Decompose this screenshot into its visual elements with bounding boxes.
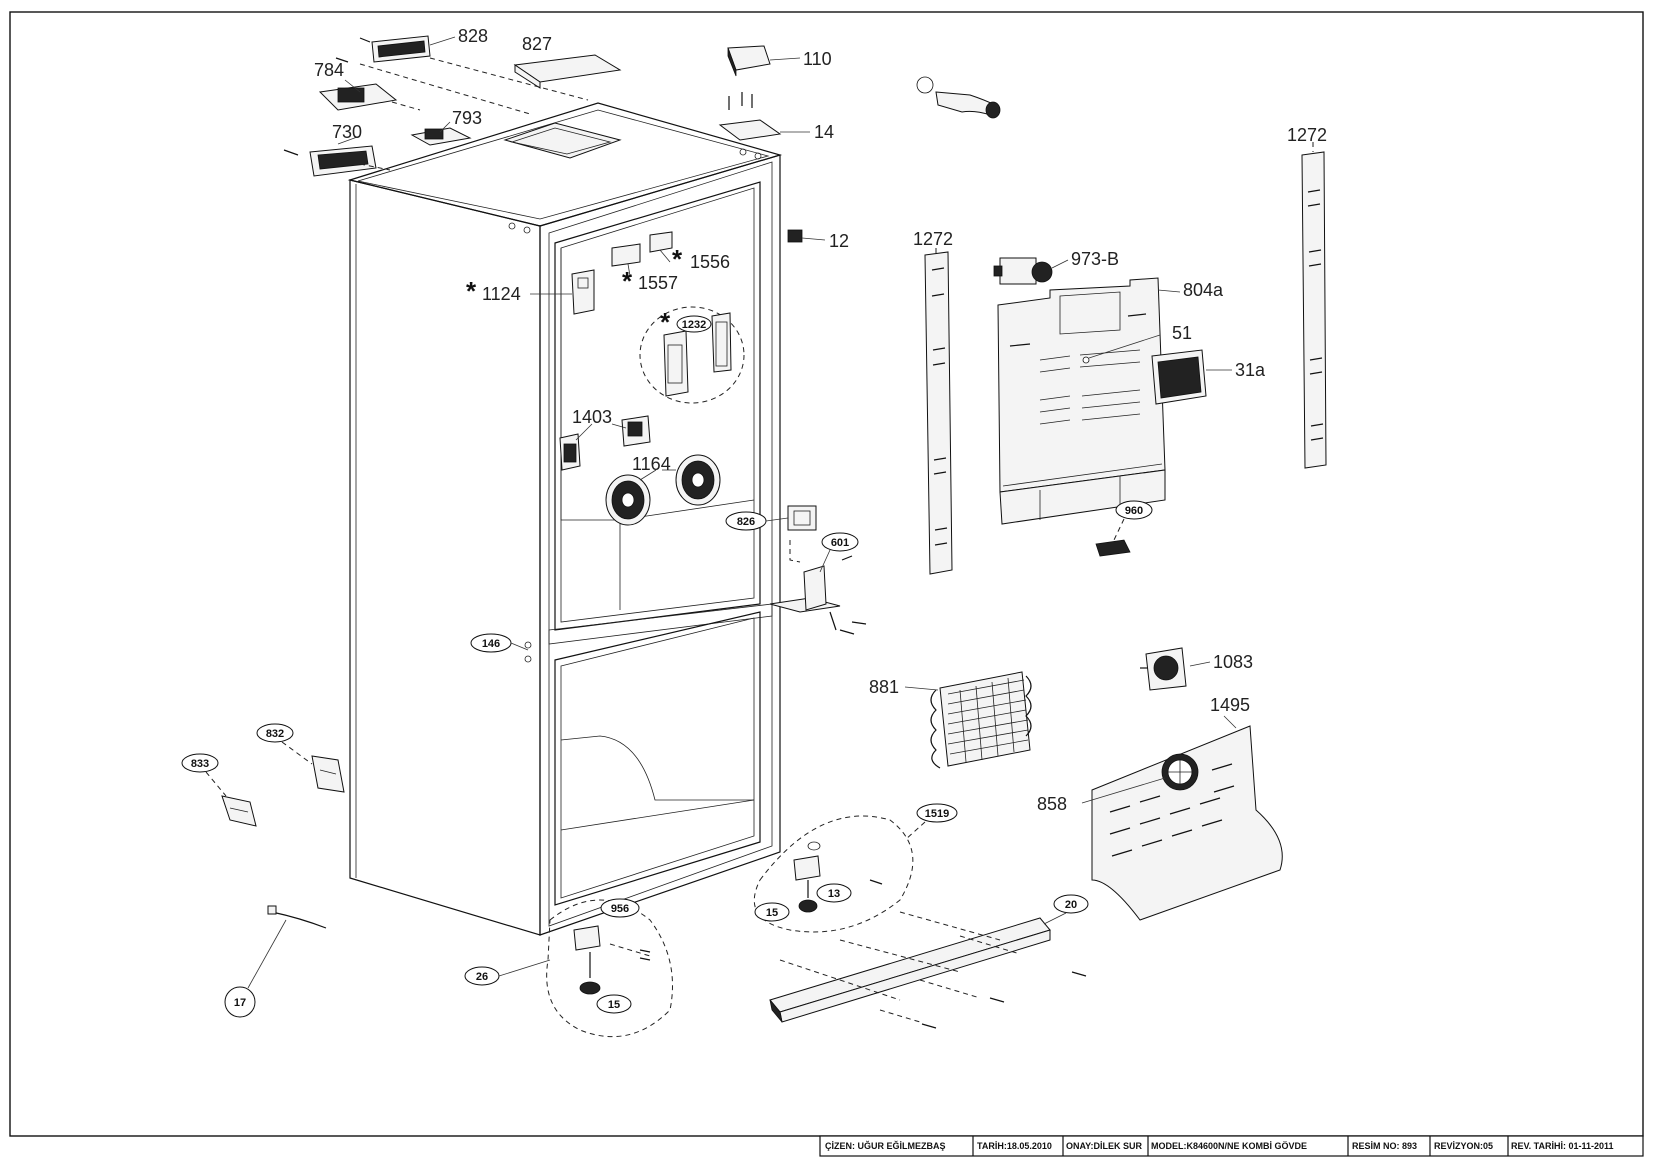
rear-foot-assembly bbox=[753, 815, 914, 933]
lamp-bulb bbox=[916, 76, 1001, 119]
label-26: 26 bbox=[476, 971, 488, 983]
label-15-rear: 15 bbox=[766, 907, 778, 919]
label-1272-right: 1272 bbox=[1287, 125, 1327, 145]
label-12: 12 bbox=[829, 231, 849, 251]
part-17 bbox=[267, 905, 327, 929]
label-601: 601 bbox=[831, 537, 849, 549]
part-1083 bbox=[1140, 647, 1187, 691]
part-1272-left bbox=[924, 251, 953, 575]
label-858: 858 bbox=[1037, 794, 1067, 814]
label-730: 730 bbox=[332, 122, 362, 142]
label-110: 110 bbox=[803, 49, 832, 69]
title-revision: REVİZYON:05 bbox=[1434, 1141, 1493, 1151]
title-approved: ONAY:DİLEK SUR bbox=[1066, 1141, 1143, 1151]
part-601 bbox=[769, 555, 867, 635]
part-1556 bbox=[649, 231, 673, 253]
label-973-b: 973-B bbox=[1071, 249, 1119, 269]
part-973-b bbox=[993, 257, 1053, 285]
star-1124: * bbox=[466, 276, 477, 306]
part-1557 bbox=[611, 243, 641, 267]
part-1403 bbox=[559, 415, 651, 471]
label-793: 793 bbox=[452, 108, 482, 128]
label-1557: 1557 bbox=[638, 273, 678, 293]
title-drawing-no: RESİM NO: 893 bbox=[1352, 1141, 1417, 1151]
label-828: 828 bbox=[458, 26, 488, 46]
label-804a: 804a bbox=[1183, 280, 1224, 300]
label-14: 14 bbox=[814, 122, 834, 142]
part-1164 bbox=[605, 454, 721, 526]
title-model: MODEL:K84600N/NE KOMBİ GÖVDE bbox=[1151, 1141, 1307, 1151]
part-1272-right bbox=[1301, 151, 1327, 469]
part-1495 bbox=[1091, 725, 1283, 921]
label-956: 956 bbox=[611, 903, 629, 915]
part-828 bbox=[335, 35, 431, 63]
star-1556: * bbox=[672, 244, 683, 274]
label-832: 832 bbox=[266, 728, 284, 740]
label-833: 833 bbox=[191, 758, 209, 770]
cabinet-body bbox=[347, 102, 783, 936]
label-1232: 1232 bbox=[682, 319, 706, 331]
part-827 bbox=[513, 54, 622, 89]
label-51: 51 bbox=[1172, 323, 1192, 343]
part-881 bbox=[930, 671, 1032, 769]
label-1164: 1164 bbox=[632, 454, 671, 474]
label-1519: 1519 bbox=[925, 808, 949, 820]
part-14 bbox=[718, 92, 782, 141]
label-1403: 1403 bbox=[572, 407, 612, 427]
top-recess-tray bbox=[503, 122, 622, 159]
part-960 bbox=[1095, 539, 1131, 557]
label-826: 826 bbox=[737, 516, 755, 528]
label-960: 960 bbox=[1125, 505, 1143, 517]
part-110 bbox=[727, 45, 771, 77]
title-block: ÇİZEN: UĞUR EĞİLMEZBAŞ TARİH:18.05.2010 … bbox=[819, 1135, 1644, 1157]
label-17: 17 bbox=[234, 997, 246, 1009]
label-13: 13 bbox=[828, 888, 840, 900]
part-730 bbox=[283, 145, 377, 177]
front-foot-assembly bbox=[546, 899, 673, 1038]
part-1124 bbox=[571, 269, 595, 315]
label-827: 827 bbox=[522, 34, 552, 54]
part-20-rail bbox=[769, 911, 1087, 1029]
detail-circle-1232 bbox=[639, 306, 745, 404]
part-793 bbox=[410, 127, 472, 146]
label-1083: 1083 bbox=[1213, 652, 1253, 672]
label-1495: 1495 bbox=[1210, 695, 1250, 715]
label-784: 784 bbox=[314, 60, 344, 80]
part-12 bbox=[787, 229, 803, 243]
title-rev-date: REV. TARİHİ: 01-11-2011 bbox=[1511, 1141, 1614, 1151]
drawing-border bbox=[9, 11, 1644, 1137]
part-804a bbox=[997, 277, 1166, 525]
label-31a: 31a bbox=[1235, 360, 1266, 380]
label-881: 881 bbox=[869, 677, 899, 697]
part-31a bbox=[1151, 349, 1207, 405]
label-1556: 1556 bbox=[690, 252, 730, 272]
label-1124: 1124 bbox=[482, 284, 521, 304]
label-15-front: 15 bbox=[608, 999, 620, 1011]
label-20: 20 bbox=[1065, 899, 1077, 911]
title-date: TARİH:18.05.2010 bbox=[977, 1141, 1052, 1151]
label-1272-left: 1272 bbox=[913, 229, 953, 249]
part-832 bbox=[311, 755, 345, 793]
label-146: 146 bbox=[482, 638, 500, 650]
part-833 bbox=[221, 795, 257, 827]
star-1232: * bbox=[660, 307, 671, 337]
part-784 bbox=[318, 83, 398, 111]
star-1557: * bbox=[622, 266, 633, 296]
part-826 bbox=[787, 505, 817, 531]
title-drawn-by: ÇİZEN: UĞUR EĞİLMEZBAŞ bbox=[825, 1140, 946, 1151]
